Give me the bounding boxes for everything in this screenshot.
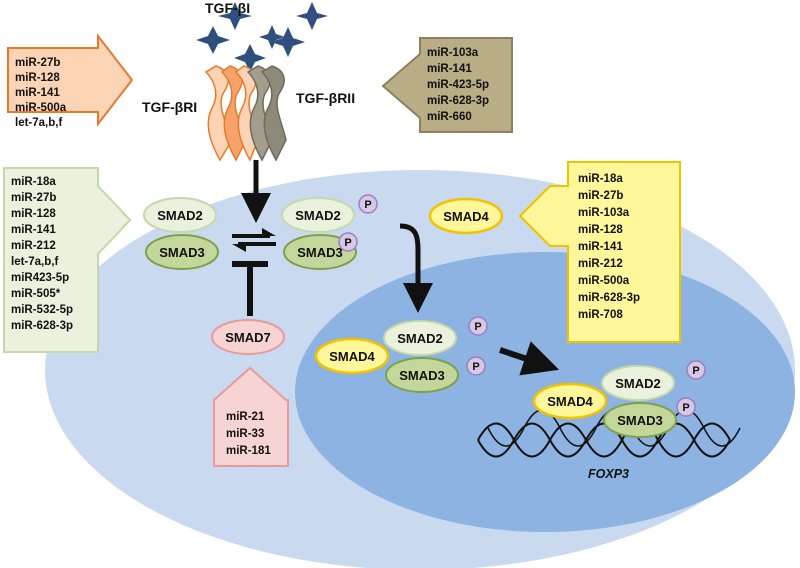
mirna-item: miR-141	[11, 224, 56, 236]
phosphate-group	[358, 194, 378, 214]
smad3-phosphorylated	[283, 234, 357, 270]
star-icon	[296, 2, 328, 30]
tgfbr1-mirna-arrow	[7, 33, 134, 127]
smad2-nuclear	[383, 320, 457, 356]
mirna-item: miR-505*	[11, 288, 61, 300]
mirna-item: miR-128	[11, 208, 56, 220]
smad4-mirna-list: miR-18a miR-27b miR-103a miR-128 miR-141…	[578, 173, 643, 321]
equilibrium-forward-half-head	[262, 228, 276, 236]
tgf-beta-ligand-stars	[196, 2, 328, 72]
smad2-3-mirna-list: miR-18a miR-27b miR-128 miR-141 miR-212 …	[11, 176, 76, 332]
tgfbr2-mirna-list: miR-103a miR-141 miR-423-5p miR-628-3p m…	[427, 47, 492, 123]
smad7-label: SMAD7	[225, 330, 271, 345]
mirna-item: miR-33	[226, 428, 264, 440]
smad3-label: SMAD3	[617, 413, 663, 428]
smad2-label: SMAD2	[397, 331, 443, 346]
smad2-label: SMAD2	[615, 376, 661, 391]
phosphate-group	[466, 356, 486, 376]
phosphate-label: P	[474, 321, 481, 333]
phosphate-label: P	[682, 402, 689, 414]
smad7-mirna-box	[213, 366, 289, 467]
smad2-dna-bound	[601, 365, 675, 401]
tgfbr2-label: TGF-βRII	[296, 90, 355, 106]
mirna-item: miR-628-3p	[578, 292, 640, 304]
smad3-label: SMAD3	[399, 368, 445, 383]
smad4-mirna-arrow	[518, 161, 681, 343]
mirna-item: miR-27b	[578, 190, 623, 202]
smad2-label: SMAD2	[295, 208, 341, 223]
star-icon	[234, 44, 266, 72]
mirna-item: let-7a,b,f	[11, 256, 58, 268]
phosphate-label: P	[364, 199, 371, 211]
star-icon	[196, 26, 230, 54]
phosphate-label: P	[692, 365, 699, 377]
star-icon	[218, 2, 252, 30]
smad3-dna-bound	[603, 402, 677, 438]
smad4-label: SMAD4	[443, 209, 489, 224]
mirna-item: miR-103a	[427, 47, 479, 59]
mirna-item: miR-103a	[578, 207, 630, 219]
mirna-item: miR-21	[226, 411, 265, 423]
smad4-nuclear	[314, 337, 390, 375]
smad4-label: SMAD4	[329, 349, 375, 364]
ligand-label: TGF-βI	[205, 0, 250, 16]
smad7-mirna-list: miR-21 miR-33 miR-181	[226, 411, 271, 457]
smad4-dna-bound	[532, 382, 608, 420]
smad3-cytoplasmic	[145, 234, 219, 270]
star-icon	[259, 25, 285, 49]
mirna-item: let-7a,b,f	[15, 117, 62, 129]
phosphate-group	[468, 316, 488, 336]
mirna-item: miR-141	[15, 87, 60, 99]
smad4-cytoplasmic	[428, 197, 504, 235]
mirna-item: miR423-5p	[11, 272, 69, 284]
equilibrium-reverse-half-head	[232, 244, 246, 252]
dna-binding-arrow	[499, 341, 560, 376]
star-icon	[271, 27, 305, 57]
mirna-item: miR-128	[15, 72, 60, 84]
mirna-item: miR-212	[578, 258, 623, 270]
mirna-item: miR-181	[226, 445, 271, 457]
mirna-item: miR-423-5p	[427, 79, 489, 91]
nuclear-translocation-arrow	[399, 223, 433, 313]
smad2-3-mirna-arrow	[3, 167, 132, 353]
smad2-cytoplasmic	[143, 197, 217, 233]
phosphate-group	[676, 397, 696, 417]
smad7	[211, 319, 285, 355]
smad3-label: SMAD3	[297, 245, 343, 260]
smad4-label: SMAD4	[547, 394, 593, 409]
tgfbr2-receptor	[246, 65, 287, 162]
phosphate-label: P	[344, 237, 351, 249]
mirna-item: miR-708	[578, 309, 623, 321]
mirna-item: miR-141	[578, 241, 623, 253]
foxp3-gene-label: FOXP3	[588, 467, 629, 481]
mirna-item: miR-18a	[578, 173, 623, 185]
tgfbr1-mirna-list: miR-27b miR-128 miR-141 miR-500a let-7a,…	[15, 57, 69, 129]
mirna-item: miR-500a	[578, 275, 630, 287]
tgfbr1-label: TGF-βRI	[142, 99, 197, 115]
mirna-item: miR-628-3p	[11, 320, 73, 332]
mirna-item: miR-628-3p	[427, 95, 489, 107]
smad2-phosphorylated	[281, 197, 355, 233]
mirna-item: miR-141	[427, 63, 472, 75]
phosphate-group	[338, 232, 358, 252]
tgfbr2-mirna-arrow	[381, 37, 513, 133]
phosphate-group	[686, 360, 706, 380]
mirna-item: miR-212	[11, 240, 56, 252]
smad3-label: SMAD3	[159, 245, 205, 260]
smad2-label: SMAD2	[157, 208, 203, 223]
tgfbr1-receptor	[204, 65, 259, 162]
mirna-item: miR-660	[427, 111, 472, 123]
mirna-item: miR-27b	[11, 192, 56, 204]
mirna-item: miR-532-5p	[11, 304, 73, 316]
mirna-item: miR-27b	[15, 57, 60, 69]
smad3-nuclear	[385, 357, 459, 393]
mirna-item: miR-500a	[15, 102, 67, 114]
phosphate-label: P	[472, 361, 479, 373]
mirna-item: miR-128	[578, 224, 623, 236]
mirna-item: miR-18a	[11, 176, 56, 188]
